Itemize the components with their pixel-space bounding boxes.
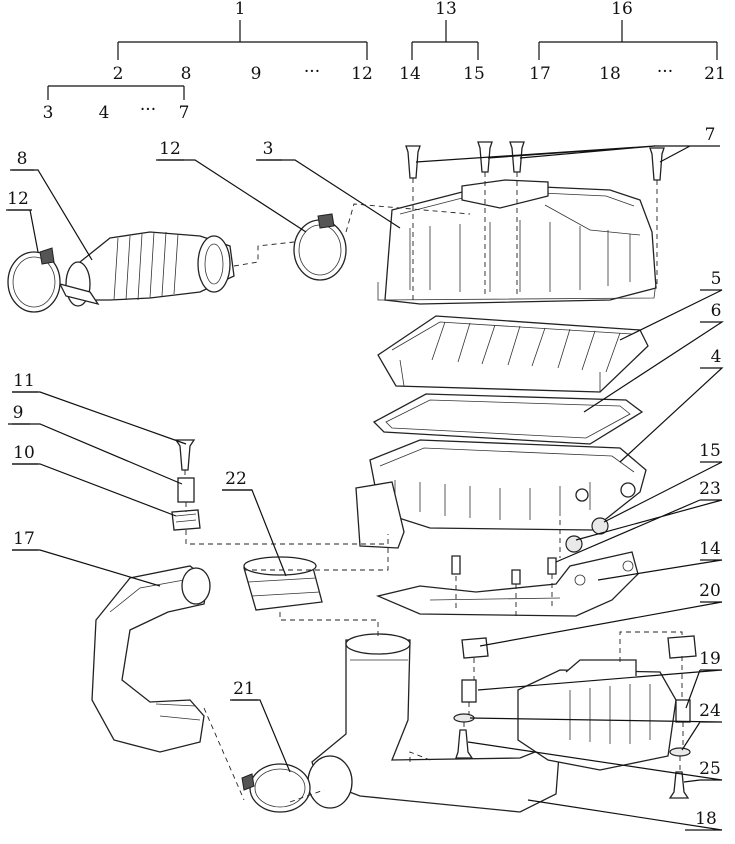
callout-12-right: 12 bbox=[159, 139, 181, 159]
callout-25: 25 bbox=[699, 759, 721, 779]
part-20-grommet-right bbox=[667, 635, 697, 659]
callout-19: 19 bbox=[699, 649, 721, 669]
part-6-gasket bbox=[372, 393, 644, 445]
tree-node-17: 17 bbox=[529, 64, 551, 84]
callout-underlines bbox=[6, 159, 282, 701]
tree-node-21: 21 bbox=[704, 64, 726, 84]
callout-14: 14 bbox=[699, 539, 721, 559]
part-22-coupling bbox=[243, 556, 323, 611]
tree-node-1: 1 bbox=[235, 0, 246, 19]
callout-7: 7 bbox=[705, 125, 716, 145]
tree-node-7: 7 bbox=[179, 103, 190, 123]
tree-node-14: 14 bbox=[399, 64, 421, 84]
callout-12-left: 12 bbox=[7, 189, 29, 209]
hierarchy-tree: 1 2 8 9 ··· 12 3 4 ··· 7 13 14 15 16 17 … bbox=[43, 0, 726, 123]
part-20-grommet-left bbox=[461, 637, 489, 659]
callout-23: 23 bbox=[699, 479, 721, 499]
callout-15: 15 bbox=[699, 441, 721, 461]
part-5-filter-element bbox=[377, 315, 649, 393]
part-11-screw bbox=[174, 439, 196, 471]
callout-6: 6 bbox=[711, 301, 722, 321]
callout-17: 17 bbox=[13, 529, 35, 549]
callout-10: 10 bbox=[13, 443, 35, 463]
callout-24: 24 bbox=[699, 701, 721, 721]
part-25-screw-left bbox=[455, 729, 474, 759]
callout-20: 20 bbox=[699, 581, 721, 601]
tree-node-3: 3 bbox=[43, 103, 54, 123]
part-4-housing-base bbox=[355, 439, 647, 549]
part-24-washer-right bbox=[669, 747, 691, 757]
callout-8: 8 bbox=[17, 149, 28, 169]
callout-9: 9 bbox=[13, 403, 24, 423]
tree-node-18: 18 bbox=[599, 64, 621, 84]
callout-4: 4 bbox=[711, 347, 722, 367]
part-3-filter-cover bbox=[377, 179, 657, 305]
assembly-dashed-lines bbox=[184, 172, 684, 803]
tree-node-8: 8 bbox=[181, 64, 192, 84]
part-14-bracket bbox=[375, 551, 639, 617]
callout-3: 3 bbox=[263, 139, 274, 159]
tree-node-ellipsis-2: ··· bbox=[140, 100, 156, 120]
part-25-screw-right bbox=[668, 771, 690, 799]
part-12-clamp-left bbox=[7, 247, 61, 313]
part-19-spacer-left bbox=[461, 679, 477, 703]
tree-node-ellipsis-1: ··· bbox=[304, 62, 320, 82]
part-10-grommet bbox=[171, 509, 201, 531]
part-9-spacer bbox=[177, 477, 195, 503]
part-12-clamp-right bbox=[293, 213, 347, 281]
tree-node-4: 4 bbox=[99, 103, 110, 123]
callout-21: 21 bbox=[233, 679, 255, 699]
part-21-clamp bbox=[241, 763, 311, 813]
callout-22: 22 bbox=[225, 469, 247, 489]
tree-node-15: 15 bbox=[463, 64, 485, 84]
tree-node-ellipsis-3: ··· bbox=[657, 62, 673, 82]
part-18-outlet-duct bbox=[307, 633, 677, 813]
callout-5: 5 bbox=[711, 269, 722, 289]
part-17-bend-duct bbox=[91, 565, 211, 753]
part-8-intake-hose bbox=[58, 231, 235, 307]
callout-11: 11 bbox=[13, 371, 35, 391]
tree-node-9: 9 bbox=[251, 64, 262, 84]
tree-node-2: 2 bbox=[113, 64, 124, 84]
callout-18: 18 bbox=[695, 809, 717, 829]
part-7-bolts bbox=[405, 141, 665, 181]
tree-node-12: 12 bbox=[351, 64, 373, 84]
part-23-bolts bbox=[451, 555, 557, 585]
tree-node-16: 16 bbox=[611, 0, 633, 19]
tree-node-13: 13 bbox=[435, 0, 457, 19]
callout-numbers: 3 12 12 8 7 5 6 4 11 9 10 22 17 15 23 14… bbox=[7, 125, 721, 829]
